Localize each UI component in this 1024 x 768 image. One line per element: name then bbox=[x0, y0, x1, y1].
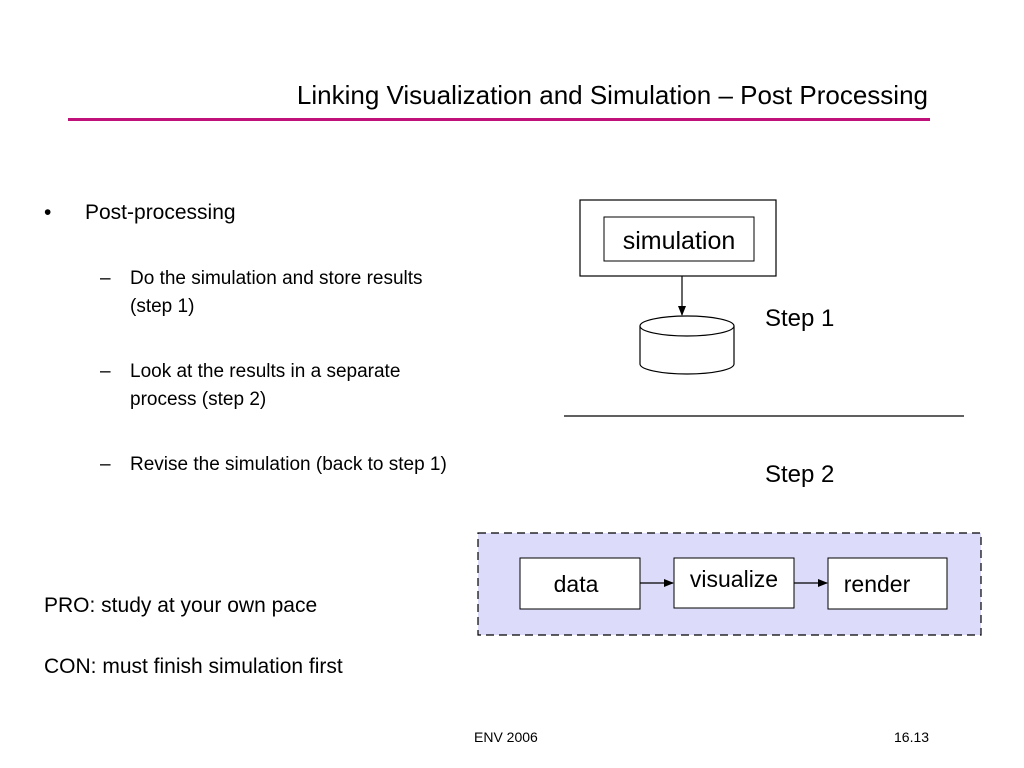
step1-label: Step 1 bbox=[765, 305, 834, 332]
database-icon bbox=[639, 315, 735, 375]
sub-bullet-marker: – bbox=[100, 361, 111, 382]
footer-page-number: 16.13 bbox=[894, 729, 930, 745]
bullet-text: Post-processing bbox=[85, 201, 236, 224]
step2-label: Step 2 bbox=[765, 461, 834, 488]
sub-bullet-marker: – bbox=[100, 268, 111, 289]
data-label: data bbox=[554, 571, 599, 597]
simulation-label: simulation bbox=[623, 227, 736, 255]
render-box bbox=[827, 557, 948, 610]
simulation-inner-box bbox=[603, 216, 755, 262]
sub-bullet-marker: – bbox=[100, 454, 111, 475]
render-label: render bbox=[844, 571, 911, 597]
sub-bullet-text: Revise the simulation (back to step 1) bbox=[130, 454, 447, 475]
sub-bullet-text: Look at the results in a separate proces… bbox=[130, 361, 401, 410]
slide-title: Linking Visualization and Simulation – P… bbox=[296, 80, 928, 110]
con-text: CON: must finish simulation first bbox=[44, 655, 343, 678]
footer-center: ENV 2006 bbox=[474, 729, 538, 745]
visualize-label: visualize bbox=[690, 566, 778, 592]
visualize-box bbox=[673, 557, 795, 609]
bullet-marker: • bbox=[44, 201, 52, 224]
data-box bbox=[519, 557, 641, 610]
title-divider bbox=[68, 118, 930, 121]
sub-bullet-text: Do the simulation and store results (ste… bbox=[130, 268, 423, 317]
pro-text: PRO: study at your own pace bbox=[44, 594, 318, 617]
